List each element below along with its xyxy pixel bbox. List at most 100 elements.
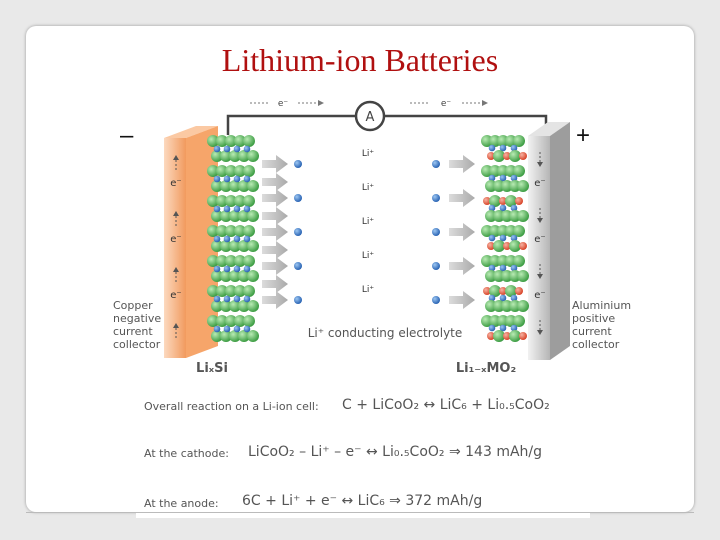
ion-flow-arrow [449,155,475,173]
oxygen-atom [515,197,523,205]
oxygen-atom [483,287,491,295]
lithium-ion [488,234,496,242]
graphite-atom [220,270,232,282]
graphite-atom [225,165,237,177]
cathode-reaction-label: At the cathode: [144,447,229,460]
graphite-atom [229,330,241,342]
metal-oxide-atom [489,195,501,207]
ion-arrows [262,155,475,309]
ion-flow-arrow [262,241,288,259]
ammeter-icon: A [354,100,386,132]
graphite-atom [234,225,246,237]
metal-oxide-atom [513,135,525,147]
wire-electron-flow: e⁻ e⁻ [250,99,488,109]
lithium-ion [213,295,221,303]
graphite-atom [238,210,250,222]
graphite-atom [220,300,232,312]
oxygen-atom [519,242,527,250]
graphite-atom [220,180,232,192]
lithium-ion [499,264,507,272]
graphite-atom [243,195,255,207]
lithium-ion [499,174,507,182]
graphite-atom [207,225,219,237]
graphite-atom [247,300,259,312]
lithium-ion [223,205,231,213]
electron-flow-arrowhead [537,218,543,223]
ion-flow-arrow [262,275,288,293]
graphite-atom [247,210,259,222]
graphite-atom [247,180,259,192]
ion-flow-arrow [449,257,475,275]
metal-oxide-atom [505,195,517,207]
lithium-ion [510,144,518,152]
graphite-atom [225,255,237,267]
lithium-ion [243,205,251,213]
ion-flow-arrow [449,189,475,207]
oxygen-atom [487,332,495,340]
li-label: Li⁺ [362,183,375,193]
lithium-ion [432,262,440,270]
graphite-atom [220,240,232,252]
li-label: Li⁺ [362,251,375,261]
lithium-ion [432,194,440,202]
metal-oxide-atom [513,225,525,237]
ion-flow-arrow [449,223,475,241]
graphite-atom [229,150,241,162]
graphite-atom [229,300,241,312]
graphite-atom [211,270,223,282]
lithium-ion [510,234,518,242]
oxygen-atom [503,242,511,250]
li-label: Li⁺ [362,149,375,159]
oxygen-atom [519,152,527,160]
graphite-atom [216,255,228,267]
lithium-ion [294,160,302,168]
graphite-atom [243,135,255,147]
graphite-atom [238,330,250,342]
graphite-atom [234,315,246,327]
lithium-ion [488,294,496,302]
ion-flow-arrow [262,189,288,207]
metal-oxide-atom [517,300,529,312]
electron-flow-arrowhead [173,211,179,216]
lithium-ion [488,264,496,272]
electron-flow-arrowhead [173,155,179,160]
lithium-ion [488,174,496,182]
lithium-ion [243,325,251,333]
electron-label: e⁻ [170,178,181,189]
ammeter-label: A [366,110,375,125]
graphite-atom [216,315,228,327]
lithium-ion [243,145,251,153]
lithium-ion [223,325,231,333]
graphite-atom [238,300,250,312]
minus-sign: – [120,122,134,149]
lithium-ion [243,235,251,243]
graphite-atom [216,135,228,147]
lithium-ion [213,265,221,273]
lithium-ion [488,324,496,332]
graphite-atom [225,315,237,327]
lithium-ion [233,295,241,303]
electron-flow-arrowhead [537,274,543,279]
graphite-atom [238,180,250,192]
lithium-ion [213,145,221,153]
lithium-ion [499,294,507,302]
oxygen-atom [503,152,511,160]
electron-flow-arrowhead [537,162,543,167]
graphite-atom [220,210,232,222]
lithium-ion [243,265,251,273]
lithium-ion [294,262,302,270]
lithium-ion [294,296,302,304]
electron-label: e⁻ [170,290,181,301]
graphite-atom [247,270,259,282]
graphite-atom [243,165,255,177]
ion-flow-arrow [449,291,475,309]
graphite-atom [220,330,232,342]
lithium-ion [233,325,241,333]
equations-panel: Overall reaction on a Li-ion cell: C + L… [136,388,590,518]
anode-reaction-label: At the anode: [144,497,219,510]
graphite-atom [216,195,228,207]
lithium-ion [510,264,518,272]
lithium-ion [223,235,231,243]
electron-flow-arrowhead [537,330,543,335]
graphite-atom [220,150,232,162]
